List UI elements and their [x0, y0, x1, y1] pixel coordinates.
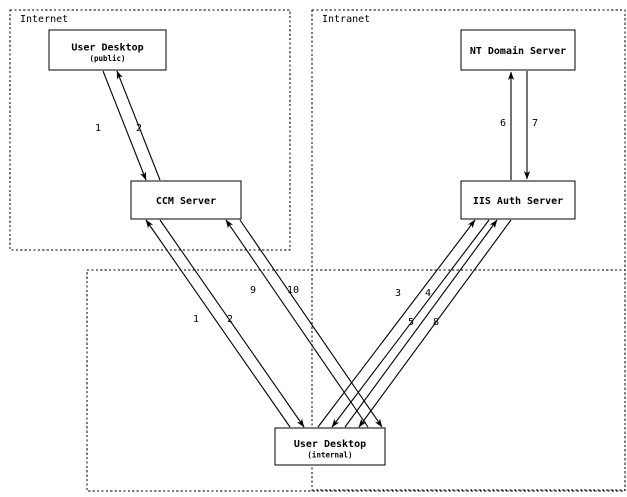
node-user-desktop-public: User Desktop(public) — [48, 29, 167, 71]
node-title-user-desktop-public: User Desktop — [71, 43, 143, 54]
flow-arrow-flow-10 — [239, 219, 383, 428]
node-title-user-desktop-internal: User Desktop — [294, 439, 366, 450]
node-title-nt-domain-server: NT Domain Server — [470, 45, 566, 57]
flow-arrow-flow-2-internal — [159, 219, 305, 428]
node-title-iis-auth-server: IIS Auth Server — [473, 196, 563, 207]
node-title-ccm-server: CCM Server — [156, 196, 216, 207]
flow-arrow-flow-1-public — [102, 70, 147, 181]
node-iis-auth-server: IIS Auth Server — [460, 180, 576, 220]
zones-layer: Internet Intranet — [9, 9, 626, 492]
flow-arrow-flow-1-internal — [145, 219, 291, 428]
flow-label-flow-2-internal: 2 — [227, 314, 233, 325]
flow-arrow-flow-8 — [358, 219, 512, 428]
node-ccm-server: CCM Server — [130, 180, 242, 220]
flow-label-flow-9: 9 — [250, 285, 256, 296]
flow-arrow-flow-5 — [344, 219, 498, 428]
flow-arrow-flow-9 — [225, 219, 369, 428]
zone-boundary-internal-zone — [86, 269, 626, 492]
node-box-user-desktop-public — [48, 29, 167, 71]
zone-label-internet: Internet — [20, 14, 68, 25]
zone-boundary-internet — [9, 9, 291, 251]
flow-arrow-flow-4 — [331, 219, 490, 428]
flow-arrow-flow-2-public — [116, 70, 161, 181]
flow-label-flow-3: 3 — [395, 288, 401, 299]
flow-labels-layer: 1 2 1 2 9 10 3 4 5 8 6 7 — [95, 118, 538, 328]
flow-label-flow-1-public: 1 — [95, 123, 101, 134]
flow-label-flow-8: 8 — [433, 317, 439, 328]
flow-label-flow-4: 4 — [425, 288, 431, 299]
flow-arrow-flow-3 — [317, 219, 476, 428]
flow-label-flow-7: 7 — [532, 118, 538, 129]
flows-layer — [102, 70, 531, 428]
flow-label-flow-6: 6 — [500, 118, 506, 129]
flow-label-flow-1-internal: 1 — [193, 314, 199, 325]
zone-label-intranet: Intranet — [322, 14, 370, 25]
node-nt-domain-server: NT Domain Server — [460, 29, 576, 71]
flow-label-flow-10: 10 — [287, 285, 299, 296]
flow-label-flow-5: 5 — [408, 317, 414, 328]
node-box-iis-auth-server — [460, 180, 576, 220]
flow-label-flow-2-public: 2 — [136, 123, 142, 134]
zone-boundary-intranet — [311, 9, 626, 491]
node-subtitle-user-desktop-internal: (internal) — [307, 451, 352, 460]
node-box-nt-domain-server — [460, 29, 576, 71]
node-box-ccm-server — [130, 180, 242, 220]
node-user-desktop-internal: User Desktop(internal) — [274, 427, 386, 466]
node-box-user-desktop-internal — [274, 427, 386, 466]
node-subtitle-user-desktop-public: (public) — [89, 54, 125, 63]
